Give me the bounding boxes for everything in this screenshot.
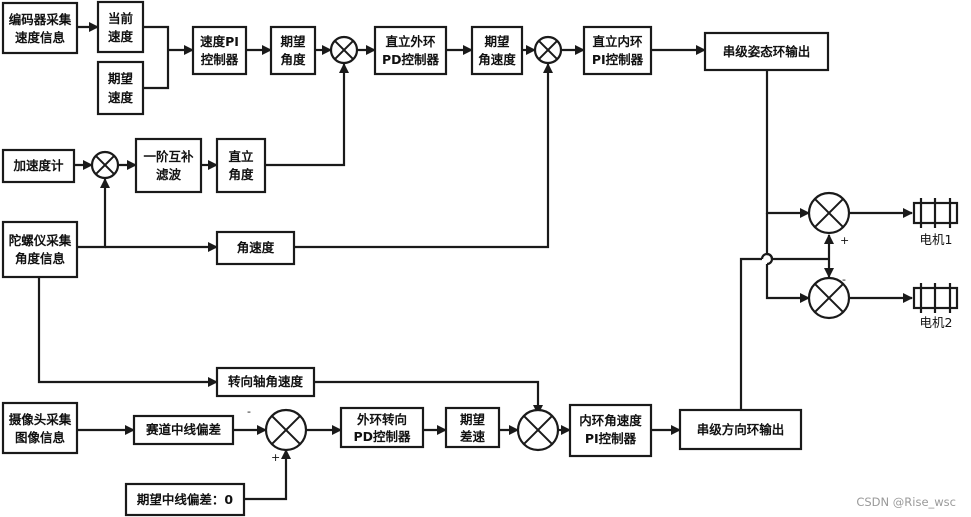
svg-text:外环转向: 外环转向 xyxy=(356,412,407,427)
svg-text:当前: 当前 xyxy=(108,11,134,26)
svg-text:速度信息: 速度信息 xyxy=(15,30,66,45)
block-complementary-filter: 一阶互补 滤波 xyxy=(134,137,203,194)
motor2-label: 电机2 xyxy=(920,315,953,330)
svg-text:期望中线偏差：0: 期望中线偏差：0 xyxy=(137,492,234,507)
svg-text:期望: 期望 xyxy=(484,34,510,49)
svg-text:直立外环: 直立外环 xyxy=(385,34,436,49)
motor1-symbol xyxy=(912,198,959,228)
sign-plus-motor1: + xyxy=(840,234,849,247)
svg-text:速度PI: 速度PI xyxy=(200,34,239,49)
svg-text:期望: 期望 xyxy=(280,34,306,49)
sign-minus-track: - xyxy=(247,405,251,418)
svg-text:PD控制器: PD控制器 xyxy=(382,52,440,67)
block-desired-angular-velocity: 期望 角速度 xyxy=(470,25,524,76)
block-steering-output: 串级方向环输出 xyxy=(678,408,803,451)
svg-text:角速度: 角速度 xyxy=(478,52,516,67)
block-desired-speed: 期望 速度 xyxy=(96,60,145,116)
svg-text:转向轴角速度: 转向轴角速度 xyxy=(228,374,304,389)
block-encoder: 编码器采集 速度信息 xyxy=(1,1,79,55)
block-track-center-error: 赛道中线偏差 xyxy=(132,414,235,446)
svg-text:角度: 角度 xyxy=(228,167,254,182)
svg-text:滤波: 滤波 xyxy=(156,167,182,182)
svg-text:陀螺仪采集: 陀螺仪采集 xyxy=(9,233,72,248)
svg-text:角度信息: 角度信息 xyxy=(15,251,66,266)
block-upright-inner-pi: 直立内环 PI控制器 xyxy=(582,25,653,76)
svg-text:差速: 差速 xyxy=(459,429,486,444)
block-steering-axis-rate: 转向轴角速度 xyxy=(215,366,316,398)
block-desired-center-error: 期望中线偏差：0 xyxy=(124,482,246,517)
block-speed-pi: 速度PI 控制器 xyxy=(191,25,248,76)
summing-junction-filter-input xyxy=(90,150,120,180)
block-desired-diff-speed: 期望 差速 xyxy=(444,406,501,449)
svg-text:PI控制器: PI控制器 xyxy=(585,431,637,446)
block-accelerometer: 加速度计 xyxy=(1,148,76,184)
svg-text:摄像头采集: 摄像头采集 xyxy=(9,412,72,427)
svg-text:PI控制器: PI控制器 xyxy=(592,52,644,67)
block-desired-angle: 期望 角度 xyxy=(269,25,317,76)
svg-text:控制器: 控制器 xyxy=(201,52,239,67)
svg-text:直立: 直立 xyxy=(228,149,254,164)
sign-minus-motor2: - xyxy=(842,273,846,286)
summing-junction-angular-velocity xyxy=(533,35,563,65)
sign-plus-track: + xyxy=(271,451,280,464)
svg-text:内环角速度: 内环角速度 xyxy=(579,413,642,428)
svg-text:加速度计: 加速度计 xyxy=(12,158,64,173)
svg-text:速度: 速度 xyxy=(108,90,134,105)
svg-text:串级方向环输出: 串级方向环输出 xyxy=(697,422,785,437)
summing-junction-center-error xyxy=(264,408,308,452)
block-camera: 摄像头采集 图像信息 xyxy=(1,401,79,455)
connection-lines xyxy=(37,22,913,501)
svg-text:串级姿态环输出: 串级姿态环输出 xyxy=(723,44,811,59)
block-angular-velocity: 角速度 xyxy=(215,230,296,266)
block-outer-steering-pd: 外环转向 PD控制器 xyxy=(339,406,425,449)
block-upright-angle: 直立 角度 xyxy=(215,137,267,194)
svg-text:一阶互补: 一阶互补 xyxy=(143,149,194,164)
motor2-symbol xyxy=(912,283,959,313)
motor1-label: 电机1 xyxy=(920,232,953,247)
summing-junction-angle xyxy=(329,35,359,65)
svg-text:图像信息: 图像信息 xyxy=(15,430,66,445)
block-current-speed: 当前 速度 xyxy=(96,0,145,54)
svg-text:角度: 角度 xyxy=(280,52,306,67)
block-attitude-output: 串级姿态环输出 xyxy=(703,31,830,72)
mixer-motor1 xyxy=(807,191,851,235)
svg-text:赛道中线偏差: 赛道中线偏差 xyxy=(145,422,221,437)
svg-text:PD控制器: PD控制器 xyxy=(353,429,411,444)
svg-text:直立内环: 直立内环 xyxy=(592,34,643,49)
watermark-text: CSDN @Rise_wsc xyxy=(856,495,956,509)
svg-text:期望: 期望 xyxy=(108,71,134,86)
block-gyro: 陀螺仪采集 角度信息 xyxy=(1,220,79,279)
svg-text:速度: 速度 xyxy=(108,29,134,44)
svg-text:编码器采集: 编码器采集 xyxy=(9,12,72,27)
block-inner-rate-pi: 内环角速度 PI控制器 xyxy=(568,403,653,458)
svg-text:期望: 期望 xyxy=(460,412,486,427)
block-upright-outer-pd: 直立外环 PD控制器 xyxy=(373,25,448,76)
summing-junction-steering-rate xyxy=(516,408,560,452)
svg-text:角速度: 角速度 xyxy=(237,240,275,255)
mixer-motor2 xyxy=(807,276,851,320)
